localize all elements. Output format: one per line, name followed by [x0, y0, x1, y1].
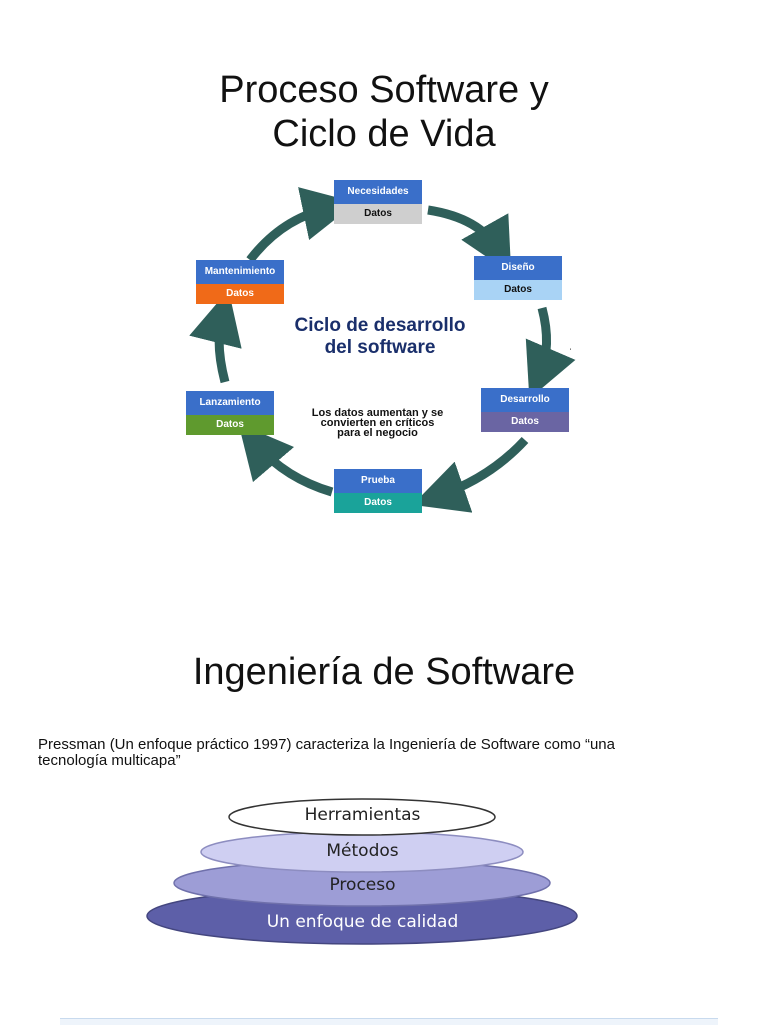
stage-data: Datos	[196, 284, 284, 304]
software-lifecycle-diagram: Necesidades Datos Diseño Datos Desarroll…	[180, 178, 580, 523]
center-title-line-1: Ciclo de desarrollo	[294, 315, 466, 336]
arrow-diseno-desarrollo	[525, 306, 576, 399]
center-title-line-2: del software	[324, 337, 436, 358]
center-note-line-3: para el negocio	[337, 427, 418, 439]
stage-mantenimiento: Mantenimiento Datos	[196, 260, 284, 304]
stage-name: Necesidades	[334, 180, 422, 204]
stage-name: Prueba	[334, 469, 422, 493]
software-engineering-layers: Herramientas Métodos Proceso Un enfoque …	[140, 795, 585, 955]
stage-name: Desarrollo	[481, 388, 569, 412]
stage-diseno: Diseño Datos	[474, 256, 562, 300]
stage-data: Datos	[186, 415, 274, 435]
layer-herramientas-shape	[228, 798, 496, 836]
pressman-intro-text: Pressman (Un enfoque práctico 1997) cara…	[38, 737, 738, 769]
stage-lanzamiento: Lanzamiento Datos	[186, 391, 274, 435]
stage-prueba: Prueba Datos	[334, 469, 422, 513]
intro-line-1: Pressman (Un enfoque práctico 1997) cara…	[38, 736, 615, 753]
title-line-2: Ciclo de Vida	[272, 113, 496, 155]
next-slide-edge	[60, 1018, 718, 1025]
title-line-1: Proceso Software y	[219, 69, 549, 111]
arrow-prueba-lanzamiento	[238, 423, 334, 497]
layer-metodos-label: Métodos	[326, 841, 399, 861]
stage-necesidades: Necesidades Datos	[334, 180, 422, 224]
center-note-line-1: Los datos aumentan y se	[311, 407, 444, 419]
slide-title-proceso: Proceso Software y Ciclo de Vida	[0, 68, 768, 156]
cycle-arrows	[189, 187, 576, 513]
cycle-center-note: Los datos aumentan y se convierten en cr…	[290, 407, 465, 439]
intro-line-2: tecnología multicapa”	[38, 752, 181, 769]
stage-data: Datos	[334, 204, 422, 224]
stray-tick-mark: ˈ	[569, 348, 573, 359]
stage-name: Mantenimiento	[196, 260, 284, 284]
arrow-necesidades-diseno	[427, 205, 512, 274]
layer-herramientas-label: Herramientas	[304, 805, 421, 825]
layer-calidad-label: Un enfoque de calidad	[266, 912, 459, 932]
stage-data: Datos	[474, 280, 562, 300]
slide-title-ingenieria: Ingeniería de Software	[192, 651, 576, 693]
stage-desarrollo: Desarrollo Datos	[481, 388, 569, 432]
stage-data: Datos	[334, 493, 422, 513]
stage-name: Diseño	[474, 256, 562, 280]
arrow-mantenimiento-necesidades	[246, 187, 357, 263]
stage-name: Lanzamiento	[186, 391, 274, 415]
center-note-line-2: convierten en críticos	[320, 417, 435, 429]
layers-shapes	[146, 798, 578, 945]
arrow-desarrollo-prueba	[412, 436, 529, 513]
cycle-center-title: Ciclo de desarrollo del software	[260, 315, 500, 359]
layer-proceso-label: Proceso	[329, 875, 396, 895]
arrow-lanzamiento-mantenimiento	[189, 289, 242, 384]
stage-data: Datos	[481, 412, 569, 432]
